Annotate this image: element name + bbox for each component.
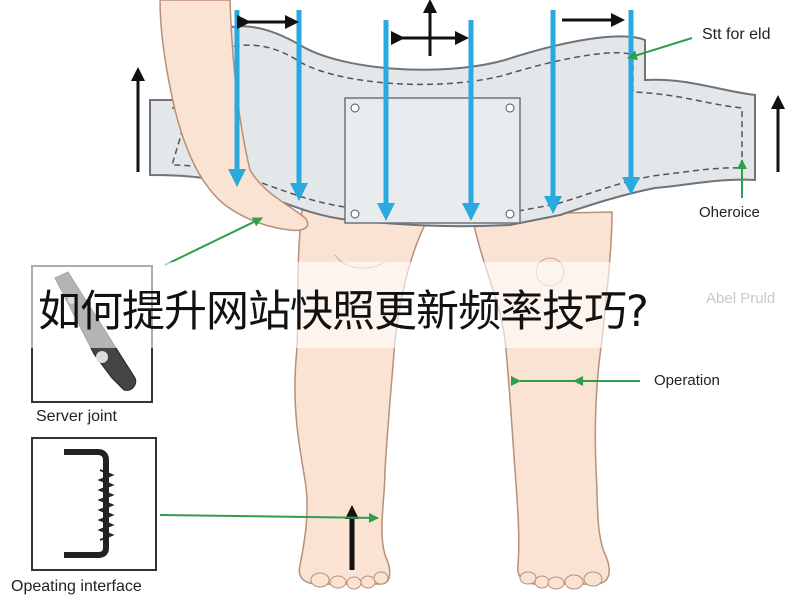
faint-label: Abel Pruld bbox=[706, 290, 776, 307]
black-arrows bbox=[131, 0, 785, 570]
right-mid-label: Oheroice bbox=[699, 204, 760, 221]
title-banner bbox=[20, 262, 780, 348]
server-joint-label: Server joint bbox=[36, 408, 117, 425]
operating-interface-box bbox=[31, 437, 157, 571]
arm bbox=[159, 0, 309, 232]
banner-title: 如何提升网站快照更新频率技巧? bbox=[38, 287, 649, 337]
blue-down-arrows bbox=[228, 10, 640, 221]
green-leaders bbox=[159, 37, 747, 523]
top-right-label: Stt for eld bbox=[702, 26, 771, 43]
operating-interface-label: Opeating interface bbox=[11, 578, 142, 595]
toes bbox=[310, 571, 603, 590]
operating-interface-spring-icon bbox=[64, 449, 115, 558]
operation-label: Operation bbox=[654, 372, 720, 389]
